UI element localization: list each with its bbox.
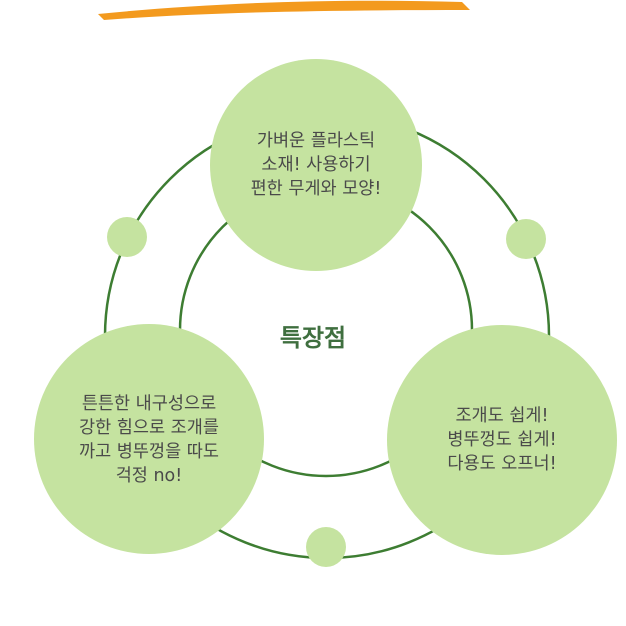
feature-bubble-right <box>387 325 617 555</box>
feature-text-top: 가벼운 플라스틱 소재! 사용하기 편한 무게와 모양! <box>250 131 382 199</box>
orange-brush-stroke <box>98 0 470 20</box>
connector-dot-left <box>107 217 147 257</box>
feature-text-left: 튼튼한 내구성으로 강한 힘으로 조개를 까고 병뚜껑을 따도 걱정 no! <box>79 394 219 486</box>
center-title: 특장점 <box>279 324 347 352</box>
connector-dot-right <box>506 219 546 259</box>
feature-text-right: 조개도 쉽게! 병뚜껑도 쉽게! 다용도 오프너! <box>447 406 557 474</box>
feature-bubble-top <box>210 59 422 271</box>
connector-dot-bottom <box>306 527 346 567</box>
feature-bubble-left <box>34 324 264 554</box>
